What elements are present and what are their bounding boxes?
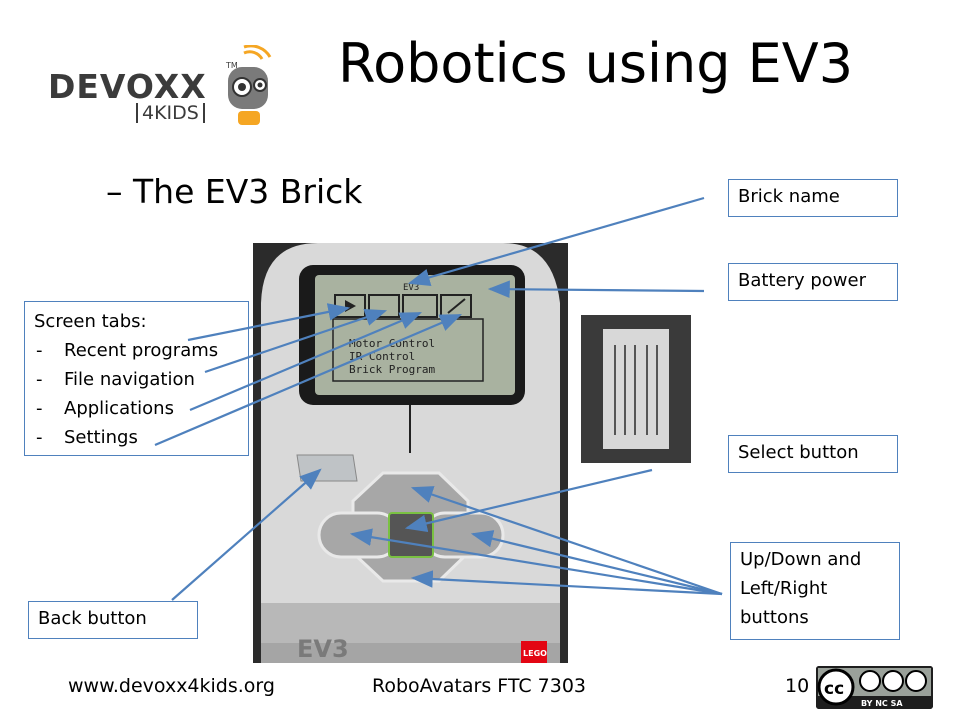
footer-team: RoboAvatars FTC 7303	[372, 675, 587, 697]
list-item: Settings	[34, 423, 239, 452]
screen-tabs-list: Recent programs File navigation Applicat…	[34, 336, 239, 452]
cc-by-nc-sa-icon: cc BY NC SA	[816, 666, 933, 709]
callout-back-button: Back button	[28, 601, 198, 639]
devoxx4kids-logo: DEVOXX TM 4KIDS	[44, 45, 274, 135]
callout-brick-name: Brick name	[728, 179, 898, 217]
logo-trademark: TM	[226, 61, 238, 70]
footer-website: www.devoxx4kids.org	[68, 675, 275, 697]
callout-battery-power-text: Battery power	[738, 270, 866, 291]
svg-text:BY NC SA: BY NC SA	[861, 699, 903, 708]
footer-page-number: 10	[785, 675, 810, 697]
callout-brick-name-text: Brick name	[738, 186, 840, 207]
callout-battery-power: Battery power	[728, 263, 898, 301]
ev3-brand-label: EV3	[297, 635, 349, 663]
svg-text:cc: cc	[824, 679, 844, 699]
logo-wordmark: DEVOXX	[48, 67, 207, 106]
lego-label: LEGO	[523, 649, 547, 658]
ev3-side-photo	[581, 315, 691, 463]
callout-updown-line-1: Up/Down and	[740, 549, 862, 570]
screen-line-motor-control: Motor Control	[349, 337, 435, 350]
callout-screen-tabs-title: Screen tabs:	[34, 311, 147, 332]
back-button-shape	[296, 454, 358, 482]
list-item: File navigation	[34, 365, 239, 394]
screen-header: EV3	[403, 283, 419, 293]
logo-4kids: 4KIDS	[136, 103, 205, 123]
slide-subtitle: – The EV3 Brick	[106, 172, 363, 211]
callout-select-button-text: Select button	[738, 442, 859, 463]
screen-line-brick-program: Brick Program	[349, 363, 435, 376]
callout-screen-tabs: Screen tabs: Recent programs File naviga…	[24, 301, 249, 456]
list-item: Recent programs	[34, 336, 239, 365]
callout-updown-line-3: buttons	[740, 607, 809, 628]
callout-select-button: Select button	[728, 435, 898, 473]
robot-mascot-icon	[228, 45, 272, 125]
callout-updown-leftright: Up/Down and Left/Right buttons	[730, 542, 900, 640]
slide-title: Robotics using EV3	[338, 32, 854, 95]
callout-back-button-text: Back button	[38, 608, 147, 629]
callout-updown-line-2: Left/Right	[740, 578, 828, 599]
screen-line-ir-control: IR Control	[349, 350, 415, 363]
list-item: Applications	[34, 394, 239, 423]
ev3-brick-photo: EV3 Motor Control IR Control Brick Progr…	[253, 243, 568, 663]
